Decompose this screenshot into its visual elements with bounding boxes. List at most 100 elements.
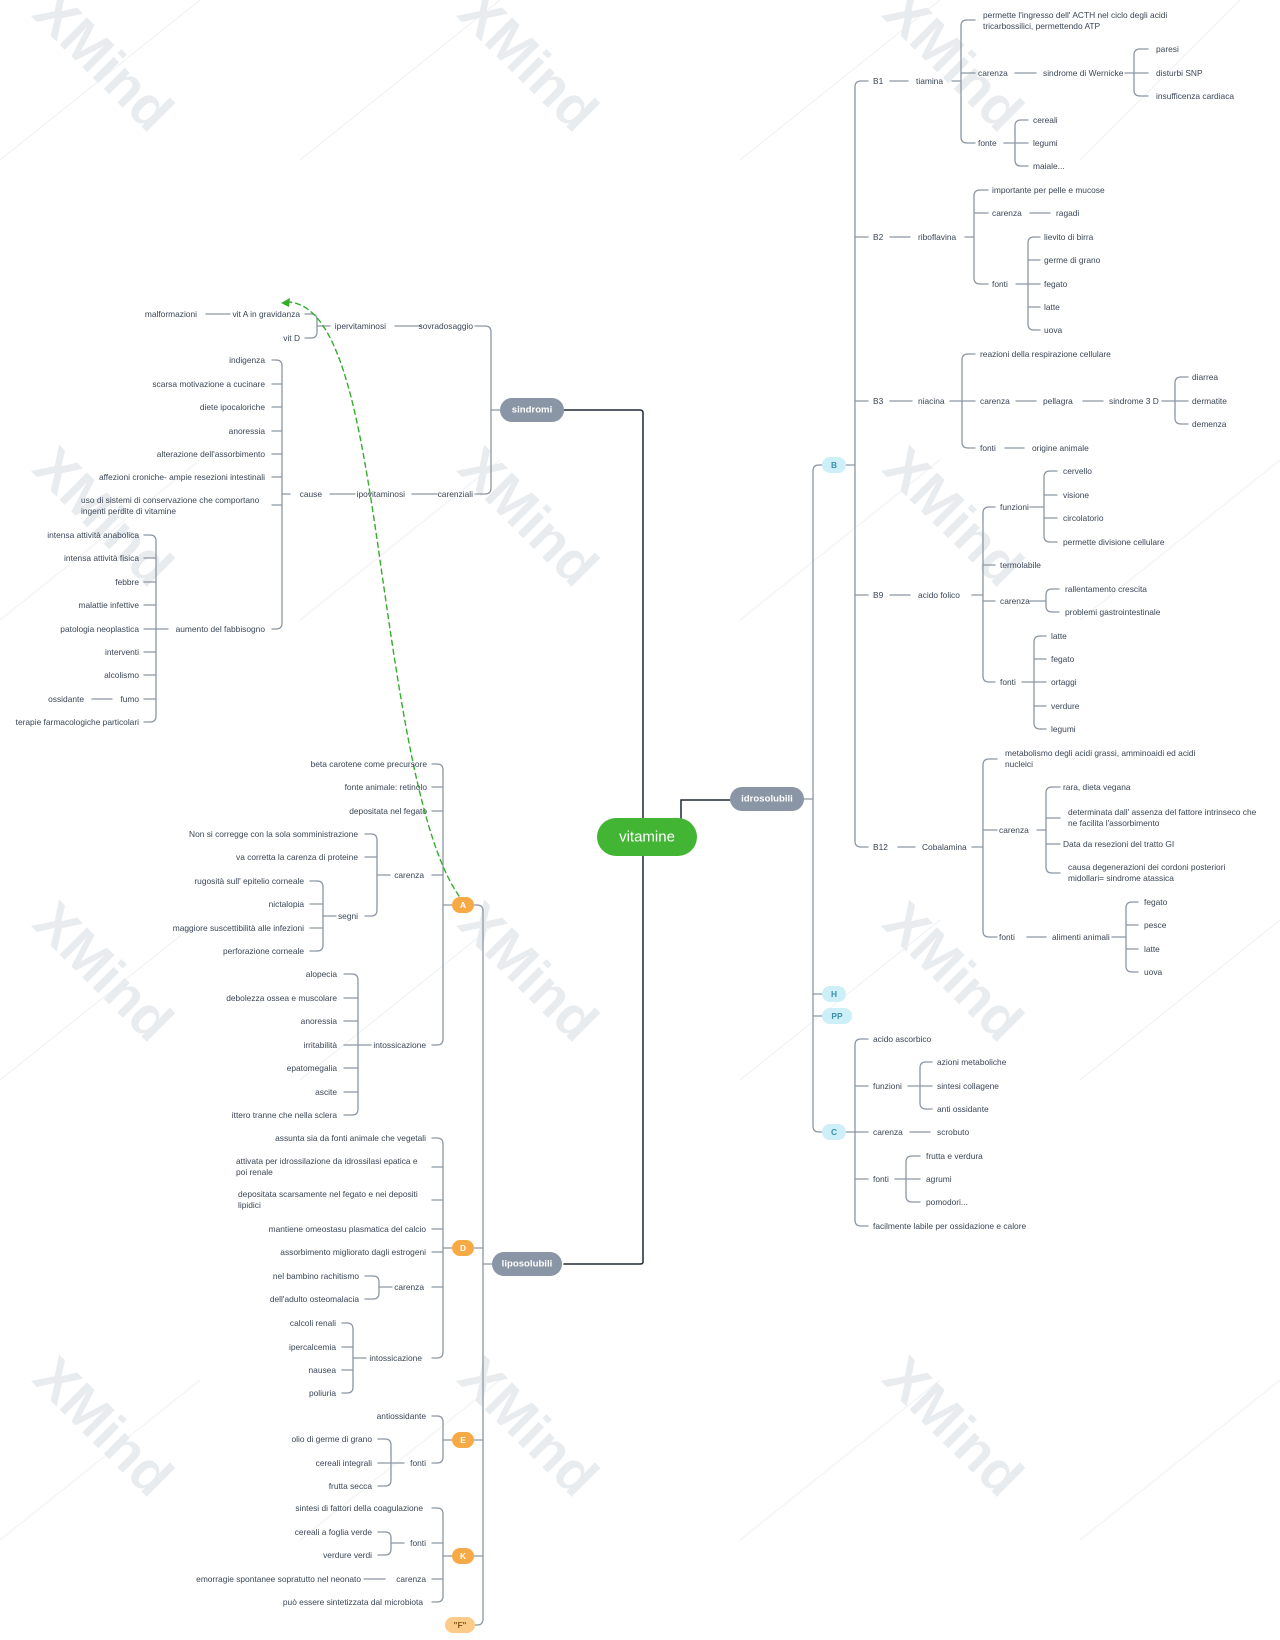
topic-di2[interactable]: ipercalcemia — [289, 1342, 336, 1352]
topic-as3[interactable]: maggiore suscettibilità alle infezioni — [173, 923, 304, 933]
topic-d3b[interactable]: lipidici — [238, 1200, 261, 1210]
topic-b12c4a[interactable]: causa degenerazioni dei cordoni posterio… — [1068, 862, 1226, 872]
topic-b12al[interactable]: alimenti animali — [1052, 932, 1110, 942]
branch-liposolubili[interactable]: liposolubili — [502, 1259, 553, 1270]
topic-b2f2[interactable]: germe di grano — [1044, 255, 1101, 265]
topic-c6[interactable]: affezioni croniche- ampie resezioni inte… — [99, 472, 265, 482]
topic-ribo[interactable]: riboflavina — [918, 232, 957, 242]
topic-efonti[interactable]: fonti — [410, 1458, 426, 1468]
topic-di3[interactable]: nausea — [309, 1365, 337, 1375]
vitamin-K-node[interactable]: K — [460, 1551, 466, 1561]
topic-c2[interactable]: scarsa motivazione a cucinare — [152, 379, 265, 389]
topic-b12c2a[interactable]: determinata dall' assenza del fattore in… — [1068, 807, 1257, 817]
topic-c1[interactable]: indigenza — [229, 355, 265, 365]
topic-f5[interactable]: patologia neoplastica — [60, 624, 139, 634]
topic-k1[interactable]: sintesi di fattori della coagulazione — [295, 1503, 423, 1513]
topic-ef1[interactable]: olio di germe di grano — [291, 1434, 372, 1444]
topic-b12c1[interactable]: rara, dieta vegana — [1063, 782, 1131, 792]
topic-aint[interactable]: intossicazione — [373, 1040, 426, 1050]
topic-B1[interactable]: B1 — [873, 76, 884, 86]
topic-as1[interactable]: rugosità sull' epitelio corneale — [194, 876, 304, 886]
topic-f8[interactable]: fumo — [120, 694, 139, 704]
topic-b2car[interactable]: carenza — [992, 208, 1022, 218]
topic-c7b[interactable]: ingenti perdite di vitamine — [81, 506, 176, 516]
topic-b9f4[interactable]: verdure — [1051, 701, 1080, 711]
topic-asegni[interactable]: segni — [338, 911, 358, 921]
topic-cf1[interactable]: frutta e verdura — [926, 1151, 983, 1161]
topic-b1f2[interactable]: legumi — [1033, 138, 1058, 148]
topic-b9fu1[interactable]: cervello — [1063, 466, 1092, 476]
topic-as4[interactable]: perforazione corneale — [223, 946, 304, 956]
topic-a3[interactable]: depositata nel fegato — [349, 806, 427, 816]
topic-b9fu4[interactable]: permette divisione cellulare — [1063, 537, 1165, 547]
topic-f6[interactable]: interventi — [105, 647, 139, 657]
topic-B3[interactable]: B3 — [873, 396, 884, 406]
topic-B12[interactable]: B12 — [873, 842, 888, 852]
topic-s3d[interactable]: sindrome 3 D — [1109, 396, 1159, 406]
topic-b2a[interactable]: importante per pelle e mucose — [992, 185, 1105, 195]
topic-d1x[interactable]: diarrea — [1192, 372, 1218, 382]
topic-b1fonte[interactable]: fonte — [978, 138, 997, 148]
vitamin-PP-node[interactable]: PP — [831, 1011, 843, 1021]
topic-cobal[interactable]: Cobalamina — [922, 842, 967, 852]
topic-pellagra[interactable]: pellagra — [1043, 396, 1073, 406]
topic-b12a2[interactable]: nucleici — [1005, 759, 1033, 769]
topic-cfu1[interactable]: azioni metaboliche — [937, 1057, 1007, 1067]
topic-ai1[interactable]: alopecia — [306, 969, 338, 979]
topic-dc2[interactable]: dell'adulto osteomalacia — [270, 1294, 359, 1304]
topic-b1b[interactable]: tricarbossilici, permettendo ATP — [983, 21, 1101, 31]
topic-b3f1[interactable]: origine animale — [1032, 443, 1089, 453]
topic-d2x[interactable]: dermatite — [1192, 396, 1227, 406]
topic-d1[interactable]: assunta sia da fonti animale che vegetal… — [275, 1133, 426, 1143]
topic-w2[interactable]: disturbi SNP — [1156, 68, 1203, 78]
topic-kc1[interactable]: emorragie spontanee sopratutto nel neona… — [196, 1574, 361, 1584]
topic-d2b[interactable]: poi renale — [236, 1167, 273, 1177]
topic-dcar[interactable]: carenza — [394, 1282, 424, 1292]
topic-ragadi[interactable]: ragadi — [1056, 208, 1079, 218]
topic-ai6[interactable]: ascite — [315, 1087, 337, 1097]
topic-b9fu3[interactable]: circolatorio — [1063, 513, 1104, 523]
topic-b12f2[interactable]: pesce — [1144, 920, 1167, 930]
topic-ai3[interactable]: anoressia — [301, 1016, 338, 1026]
topic-w3[interactable]: insufficenza cardiaca — [1156, 91, 1234, 101]
topic-c4[interactable]: anoressia — [229, 426, 266, 436]
topic-c7a[interactable]: uso di sistemi di conservazione che comp… — [81, 495, 260, 505]
topic-b1f3[interactable]: maiale... — [1033, 161, 1065, 171]
topic-b12c2b[interactable]: ne facilita l'assorbimento — [1068, 818, 1160, 828]
vitamin-D-node[interactable]: D — [460, 1243, 466, 1253]
topic-cf3[interactable]: pomodori... — [926, 1197, 968, 1207]
vitamin-F-node[interactable]: "F" — [453, 1620, 466, 1630]
topic-B2[interactable]: B2 — [873, 232, 884, 242]
topic-b12c3[interactable]: Data da resezioni del tratto GI — [1063, 839, 1174, 849]
topic-wern[interactable]: sindrome di Wernicke — [1043, 68, 1124, 78]
topic-b9c2[interactable]: problemi gastrointestinale — [1065, 607, 1161, 617]
topic-b2f5[interactable]: uova — [1044, 325, 1063, 335]
topic-di4[interactable]: poliuria — [309, 1388, 336, 1398]
topic-b12f4[interactable]: uova — [1144, 967, 1163, 977]
root-topic[interactable]: vitamine — [619, 829, 675, 846]
topic-c3[interactable]: diete ipocaloriche — [200, 402, 266, 412]
topic-d3a[interactable]: depositata scarsamente nel fegato e nei … — [238, 1189, 418, 1199]
topic-b1car[interactable]: carenza — [978, 68, 1008, 78]
topic-b12fonti[interactable]: fonti — [999, 932, 1015, 942]
topic-f3[interactable]: febbre — [115, 577, 139, 587]
topic-b3a[interactable]: reazioni della respirazione cellulare — [980, 349, 1111, 359]
topic-a1[interactable]: beta carotene come precursore — [311, 759, 428, 769]
topic-cause[interactable]: cause — [300, 489, 323, 499]
topic-vitD[interactable]: vit D — [283, 333, 300, 343]
topic-iper[interactable]: ipervitaminosi — [335, 321, 386, 331]
topic-f2[interactable]: intensa attività fisica — [64, 553, 139, 563]
topic-cfonti[interactable]: fonti — [873, 1174, 889, 1184]
topic-kfonti[interactable]: fonti — [410, 1538, 426, 1548]
topic-b9fun[interactable]: funzioni — [1000, 502, 1029, 512]
topic-c5[interactable]: alterazione dell'assorbimento — [157, 449, 266, 459]
branch-sindromi[interactable]: sindromi — [512, 405, 553, 416]
topic-niacina[interactable]: niacina — [918, 396, 945, 406]
topic-cfu3[interactable]: anti ossidante — [937, 1104, 989, 1114]
topic-B9[interactable]: B9 — [873, 590, 884, 600]
topic-ai4[interactable]: irritabilità — [303, 1040, 337, 1050]
topic-b2f1[interactable]: lievito di birra — [1044, 232, 1094, 242]
topic-b9f5[interactable]: legumi — [1051, 724, 1076, 734]
topic-ai5[interactable]: epatomegalia — [287, 1063, 338, 1073]
topic-clab[interactable]: facilmente labile per ossidazione e calo… — [873, 1221, 1027, 1231]
